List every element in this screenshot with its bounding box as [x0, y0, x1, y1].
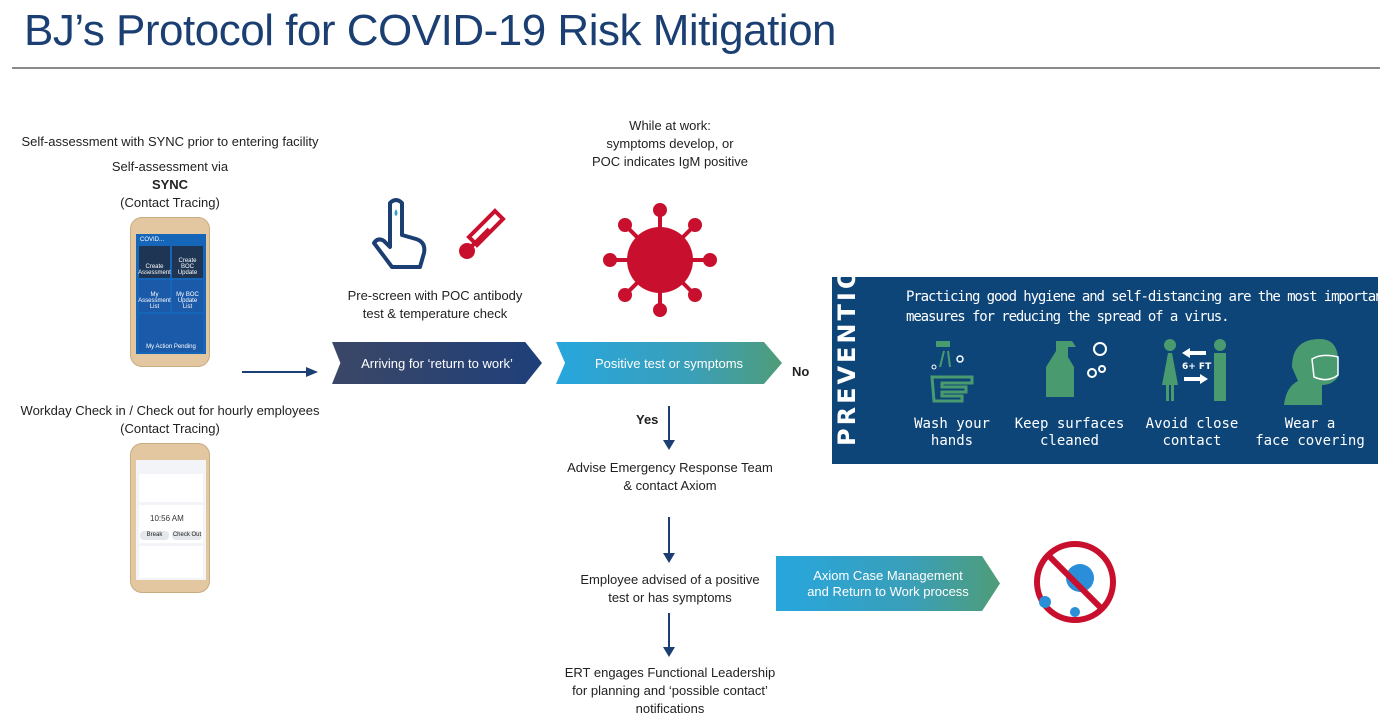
- prevention-text-2: measures for reducing the spread of a vi…: [906, 309, 1230, 325]
- advise-line-1: Advise Emergency Response Team: [567, 460, 773, 475]
- arrow-down-icon: [663, 517, 675, 563]
- arrow-right-icon: [242, 367, 318, 377]
- app-title: COVID...: [140, 237, 165, 243]
- sync-phone-image: COVID... Create Assessment Create BOC Up…: [130, 217, 210, 367]
- employee-line-1: Employee advised of a positive: [580, 572, 760, 587]
- arriving-step: Arriving for ‘return to work’: [332, 342, 542, 384]
- workday-phone-image: 10:56 AM Break Check Out: [130, 443, 210, 593]
- page-title: BJ’s Protocol for COVID-19 Risk Mitigati…: [24, 6, 837, 55]
- finger-prick-icon: [372, 198, 427, 269]
- ert-line-1: ERT engages Functional Leadership: [564, 665, 776, 680]
- axiom-line-1: Axiom Case Management: [813, 567, 963, 583]
- wash-hands-icon: [930, 341, 974, 403]
- self-assessment-heading: Self-assessment with SYNC prior to enter…: [21, 134, 319, 149]
- prescreen-line-2: test & temperature check: [362, 306, 508, 321]
- title-divider: [12, 67, 1380, 69]
- positive-test-step: Positive test or symptoms: [556, 342, 782, 384]
- tile: My Action Pending: [139, 314, 203, 352]
- sync-label-3: (Contact Tracing): [120, 195, 220, 210]
- prescreen-line-1: Pre-screen with POC antibody: [347, 288, 523, 303]
- workday-label-1: Workday Check in / Check out for hourly …: [20, 403, 320, 418]
- tile: My Assessment List: [138, 280, 171, 312]
- arrow-down-icon: [663, 406, 675, 450]
- yes-label: Yes: [636, 412, 659, 427]
- employee-line-2: test or has symptoms: [608, 590, 732, 605]
- break-button: Break: [140, 531, 169, 540]
- distance-label: 6+ FT: [1182, 362, 1212, 372]
- while-at-work-2: symptoms develop, or: [606, 136, 734, 151]
- check-in-time: 10:56 AM: [150, 514, 184, 523]
- ert-line-3: notifications: [635, 701, 705, 716]
- check-out-button: Check Out: [172, 531, 202, 540]
- tile: My BOC Update List: [172, 280, 203, 312]
- spray-bottle-icon: [1046, 341, 1107, 397]
- virus-icon: [603, 203, 717, 317]
- thermometer-icon: [459, 208, 506, 259]
- prevention-text-1: Practicing good hygiene and self-distanc…: [906, 289, 1391, 305]
- tile: Create BOC Update: [172, 246, 203, 278]
- social-distance-icon: 6+ FT: [1162, 339, 1226, 401]
- axiom-line-2: and Return to Work process: [807, 583, 969, 599]
- workday-label-2: (Contact Tracing): [120, 421, 220, 436]
- advise-line-2: & contact Axiom: [623, 478, 717, 493]
- sync-label-2: SYNC: [151, 177, 189, 192]
- ert-line-2: for planning and ‘possible contact’: [572, 683, 768, 698]
- while-at-work-3: POC indicates IgM positive: [591, 154, 749, 169]
- tile: Create Assessment: [138, 246, 171, 278]
- no-virus-icon: [1034, 541, 1116, 623]
- axiom-case-step: Axiom Case Management and Return to Work…: [776, 556, 1000, 611]
- face-mask-icon: [1284, 339, 1339, 405]
- no-label: No: [792, 364, 810, 379]
- prevention-heading: PREVENTION: [833, 242, 861, 446]
- prevention-panel: PREVENTION Practicing good hygiene and s…: [832, 242, 1391, 464]
- arrow-down-icon: [663, 613, 675, 657]
- while-at-work-1: While at work:: [629, 118, 711, 133]
- sync-label-1: Self-assessment via: [111, 159, 229, 174]
